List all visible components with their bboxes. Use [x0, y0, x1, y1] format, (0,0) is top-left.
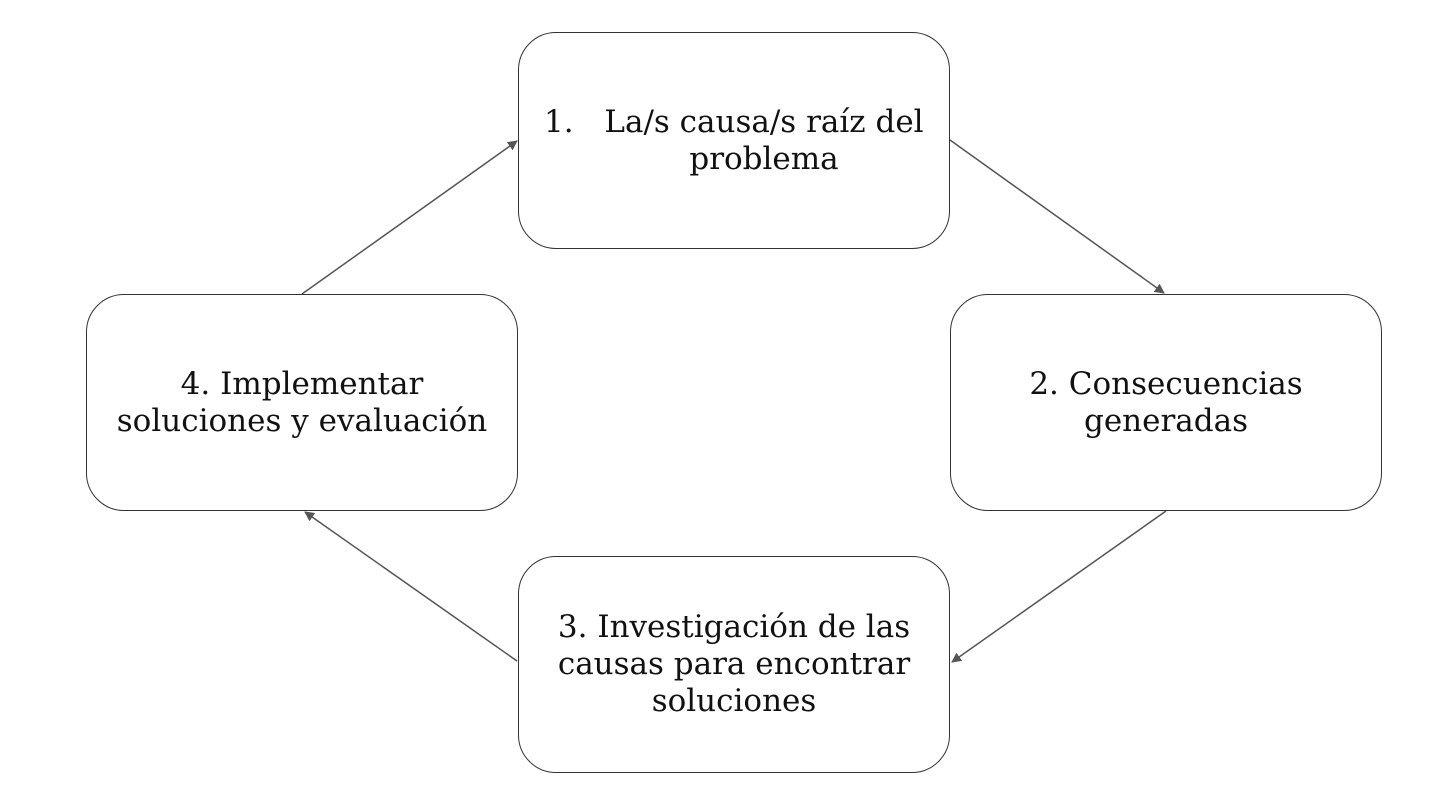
node-investigation-label: 3. Investigación de las causas para enco… [557, 609, 911, 719]
arrow-3-to-4 [304, 511, 518, 662]
node-root-cause-label: La/s causa/s raíz del problema [604, 103, 924, 177]
node-investigation: 3. Investigación de las causas para enco… [518, 556, 950, 773]
node-consequences: 2. Consecuencias generadas [950, 294, 1382, 511]
arrow-4-to-1 [301, 140, 518, 295]
node-root-cause-number: 1. [544, 103, 574, 140]
node-implementation-label: 4. Implementar soluciones y evaluación [116, 365, 488, 439]
node-root-cause-content: 1. La/s causa/s raíz del problema [544, 104, 924, 178]
arrow-2-to-3 [951, 510, 1167, 663]
node-implementation: 4. Implementar soluciones y evaluación [86, 294, 518, 511]
arrow-1-to-2 [949, 139, 1165, 294]
node-root-cause: 1. La/s causa/s raíz del problema [518, 32, 950, 249]
node-consequences-label: 2. Consecuencias generadas [1029, 365, 1303, 439]
